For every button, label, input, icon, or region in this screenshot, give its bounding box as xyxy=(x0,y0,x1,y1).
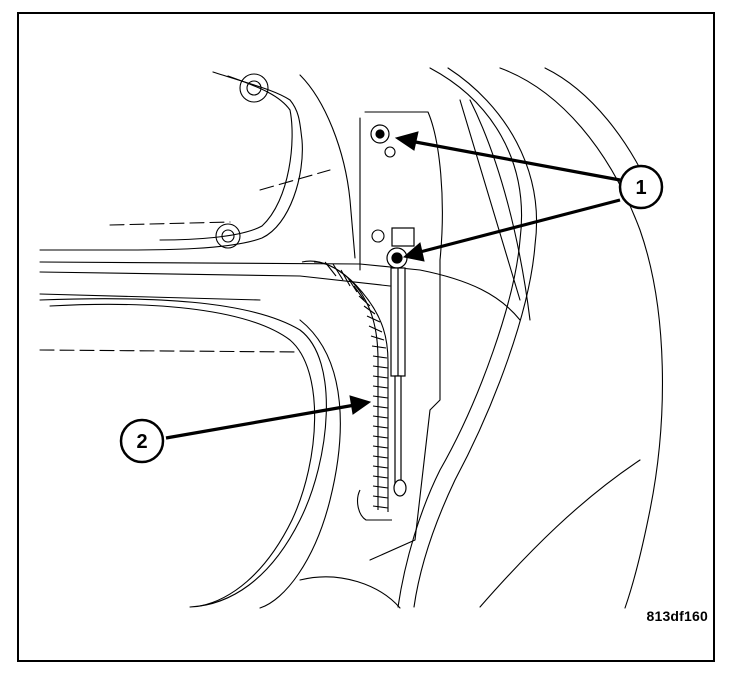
body-line-upper xyxy=(39,261,521,321)
body-line-mid xyxy=(39,271,391,287)
cargo-opening xyxy=(39,298,327,608)
cargo-opening-inner xyxy=(49,303,316,607)
callout-1-circle xyxy=(618,164,664,210)
callout-1-label: 1 xyxy=(635,177,646,199)
conduit-ribs xyxy=(324,261,389,509)
panel-holes xyxy=(215,73,396,249)
figure-id: 813df160 xyxy=(646,608,708,624)
hidden-lines xyxy=(39,169,331,353)
body-curve-3 xyxy=(499,67,663,609)
body-curve-7 xyxy=(469,99,531,321)
body-line-lower xyxy=(39,293,261,301)
wiring-harness-conduit xyxy=(301,260,392,521)
leader-lines xyxy=(165,131,621,440)
upper-panel-inner xyxy=(159,75,293,241)
lower-bolt xyxy=(386,227,415,269)
callout-2-label: 2 xyxy=(136,431,147,453)
mounting-plate xyxy=(364,111,443,561)
body-curve-1 xyxy=(397,67,522,608)
body-sill xyxy=(299,576,401,609)
callout-2: 2 xyxy=(119,418,165,464)
upper-panel-edge xyxy=(299,74,356,259)
upper-panel-outline xyxy=(39,71,303,251)
body-curve-6 xyxy=(459,99,521,301)
cargo-opening-edge xyxy=(259,319,341,609)
callout-2-circle xyxy=(119,418,165,464)
support-strut xyxy=(390,267,407,497)
callout-1: 1 xyxy=(618,164,664,210)
figure-frame xyxy=(17,12,715,662)
body-curve-5 xyxy=(479,459,641,608)
upper-bolt xyxy=(370,124,390,144)
body-curve-2 xyxy=(413,67,537,608)
